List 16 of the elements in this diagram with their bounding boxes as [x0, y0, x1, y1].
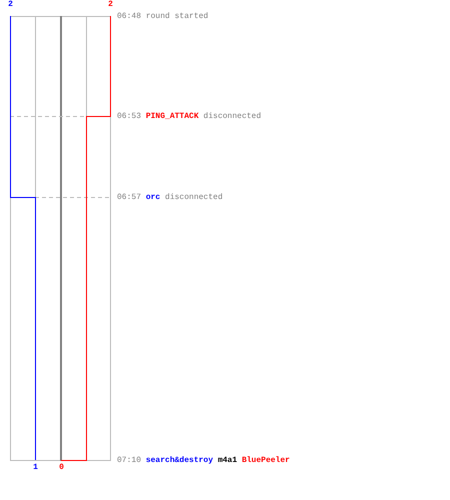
player-count: 1	[33, 463, 38, 472]
weapon-name: m4a1	[218, 456, 238, 466]
player-count: 2	[108, 0, 113, 9]
event-time: 06:57	[117, 192, 142, 202]
player-count: 2	[8, 0, 13, 9]
event-time: 06:53	[117, 112, 142, 122]
player-name: orc	[146, 192, 160, 202]
event-time: 06:48	[117, 12, 142, 22]
event-text: disconnected	[165, 192, 223, 202]
event-text: round started	[146, 12, 208, 22]
event-text: disconnected	[203, 112, 262, 122]
player-name: PING_ATTACK	[146, 112, 199, 122]
player-name: BluePeeler	[242, 456, 290, 466]
game-mode: search&destroy	[146, 456, 214, 466]
event-time: 07:10	[117, 456, 142, 466]
player-count: 0	[59, 463, 64, 472]
